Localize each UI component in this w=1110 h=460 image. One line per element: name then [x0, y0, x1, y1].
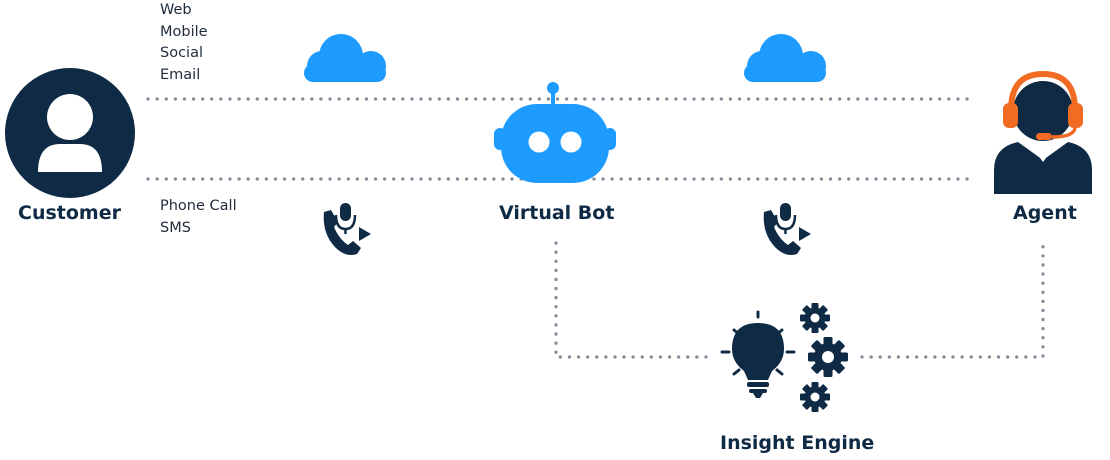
phone-mic-icon	[323, 203, 371, 255]
insight-engine-label: Insight Engine	[720, 432, 875, 454]
phone-mic-icon	[763, 203, 811, 255]
connector-bot-insight	[554, 241, 714, 359]
channel-sms: SMS	[160, 219, 191, 236]
gear-icon	[808, 337, 848, 377]
digital-channels-list: Web Mobile Social Email	[160, 0, 208, 86]
voice-channels-list: Phone Call SMS	[160, 196, 237, 239]
connector-agent-insight	[860, 241, 1045, 359]
channel-mobile: Mobile	[160, 23, 208, 40]
robot-icon	[494, 82, 616, 183]
channel-phone-call: Phone Call	[160, 198, 237, 214]
person-icon	[5, 68, 135, 198]
agent-label: Agent	[1013, 202, 1077, 224]
cloud-icon	[744, 34, 826, 82]
channel-web: Web	[160, 2, 192, 18]
customer-label: Customer	[18, 202, 121, 224]
channel-email: Email	[160, 66, 201, 83]
agent-headset-icon	[994, 70, 1092, 194]
cloud-icon	[304, 34, 386, 82]
gear-icon	[800, 382, 830, 412]
virtual-bot-label: Virtual Bot	[499, 202, 615, 224]
channel-social: Social	[160, 45, 203, 61]
gear-icon	[800, 303, 830, 333]
lightbulb-icon	[720, 310, 796, 398]
